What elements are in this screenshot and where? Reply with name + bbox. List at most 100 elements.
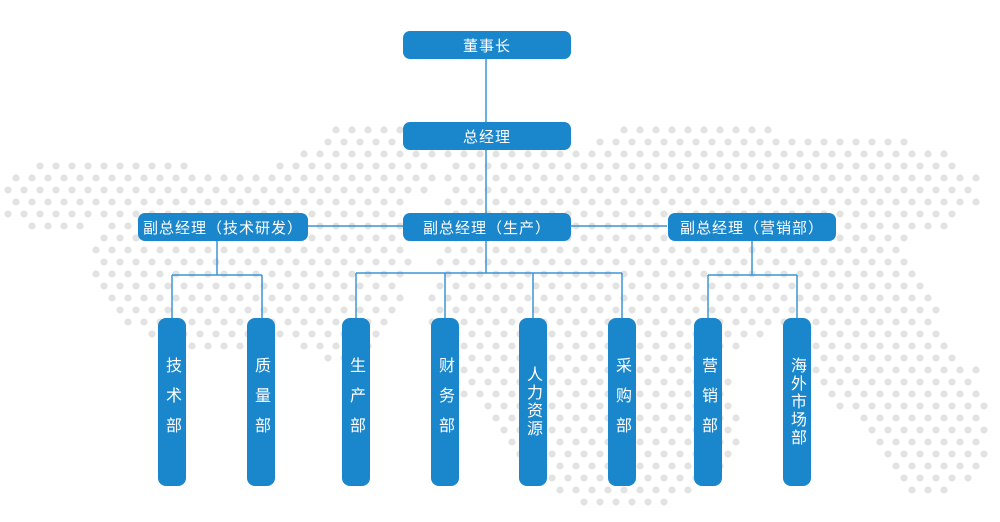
map-dot [92,270,100,278]
map-dot [596,306,604,314]
map-dot [740,138,748,146]
map-dot [724,138,732,146]
map-dot [644,210,652,218]
map-dot [900,402,908,410]
map-dot [932,306,940,314]
map-dot [668,246,676,254]
map-dot [44,222,52,230]
map-dot [484,282,492,290]
map-dot [476,342,484,350]
map-dot [716,246,724,254]
map-dot [220,342,228,350]
map-dot [548,450,556,458]
map-dot [500,402,508,410]
map-dot [380,246,388,254]
map-dot [252,174,260,182]
map-dot [652,198,660,206]
map-dot [548,162,556,170]
map-dot [924,366,932,374]
map-dot [516,162,524,170]
map-dot [596,138,604,146]
map-dot [348,126,356,134]
map-dot [492,294,500,302]
map-dot [564,474,572,482]
map-dot [500,186,508,194]
map-dot [900,330,908,338]
map-dot [924,150,932,158]
map-dot [492,150,500,158]
map-dot [820,138,828,146]
map-dot [188,198,196,206]
map-dot [508,270,516,278]
map-dot [788,282,796,290]
map-dot [940,366,948,374]
dept-hr: 人力资源 [519,318,547,486]
map-dot [340,234,348,242]
map-dot [516,258,524,266]
map-dot [556,438,564,446]
map-dot [308,258,316,266]
map-dot [668,390,676,398]
map-dot [460,174,468,182]
map-dot [740,258,748,266]
map-dot [76,222,84,230]
map-dot [676,138,684,146]
map-dot [28,222,36,230]
map-dot [372,306,380,314]
map-dot [852,306,860,314]
map-dot [508,318,516,326]
map-dot [948,378,956,386]
map-dot [868,354,876,362]
map-dot [188,174,196,182]
map-dot [596,186,604,194]
map-dot [556,414,564,422]
map-dot [828,294,836,302]
map-dot [900,282,908,290]
map-dot [892,366,900,374]
map-dot [196,258,204,266]
map-dot [868,306,876,314]
map-dot [540,294,548,302]
map-dot [572,150,580,158]
map-dot [892,318,900,326]
map-dot [284,294,292,302]
map-dot [268,198,276,206]
map-dot [684,486,692,494]
map-dot [316,318,324,326]
map-dot [476,294,484,302]
map-dot [492,342,500,350]
map-dot [716,198,724,206]
map-dot [940,198,948,206]
map-dot [836,210,844,218]
map-dot [964,186,972,194]
map-dot [532,282,540,290]
map-dot [724,402,732,410]
map-dot [868,210,876,218]
dept-purchasing: 采购部 [608,318,636,486]
map-dot [108,294,116,302]
map-dot [884,138,892,146]
map-dot [820,186,828,194]
map-dot [300,198,308,206]
map-dot [732,174,740,182]
map-dot [676,306,684,314]
map-dot [636,150,644,158]
map-dot [684,198,692,206]
map-dot [636,390,644,398]
map-dot [620,126,628,134]
map-dot [580,378,588,386]
map-dot [644,402,652,410]
map-dot [812,270,820,278]
map-dot [764,294,772,302]
map-dot [564,402,572,410]
map-dot [572,366,580,374]
map-dot [476,246,484,254]
map-dot [324,234,332,242]
map-dot [812,246,820,254]
map-dot [692,282,700,290]
map-dot [604,246,612,254]
map-dot [828,246,836,254]
map-dot [164,186,172,194]
map-dot [940,222,948,230]
map-dot [468,162,476,170]
